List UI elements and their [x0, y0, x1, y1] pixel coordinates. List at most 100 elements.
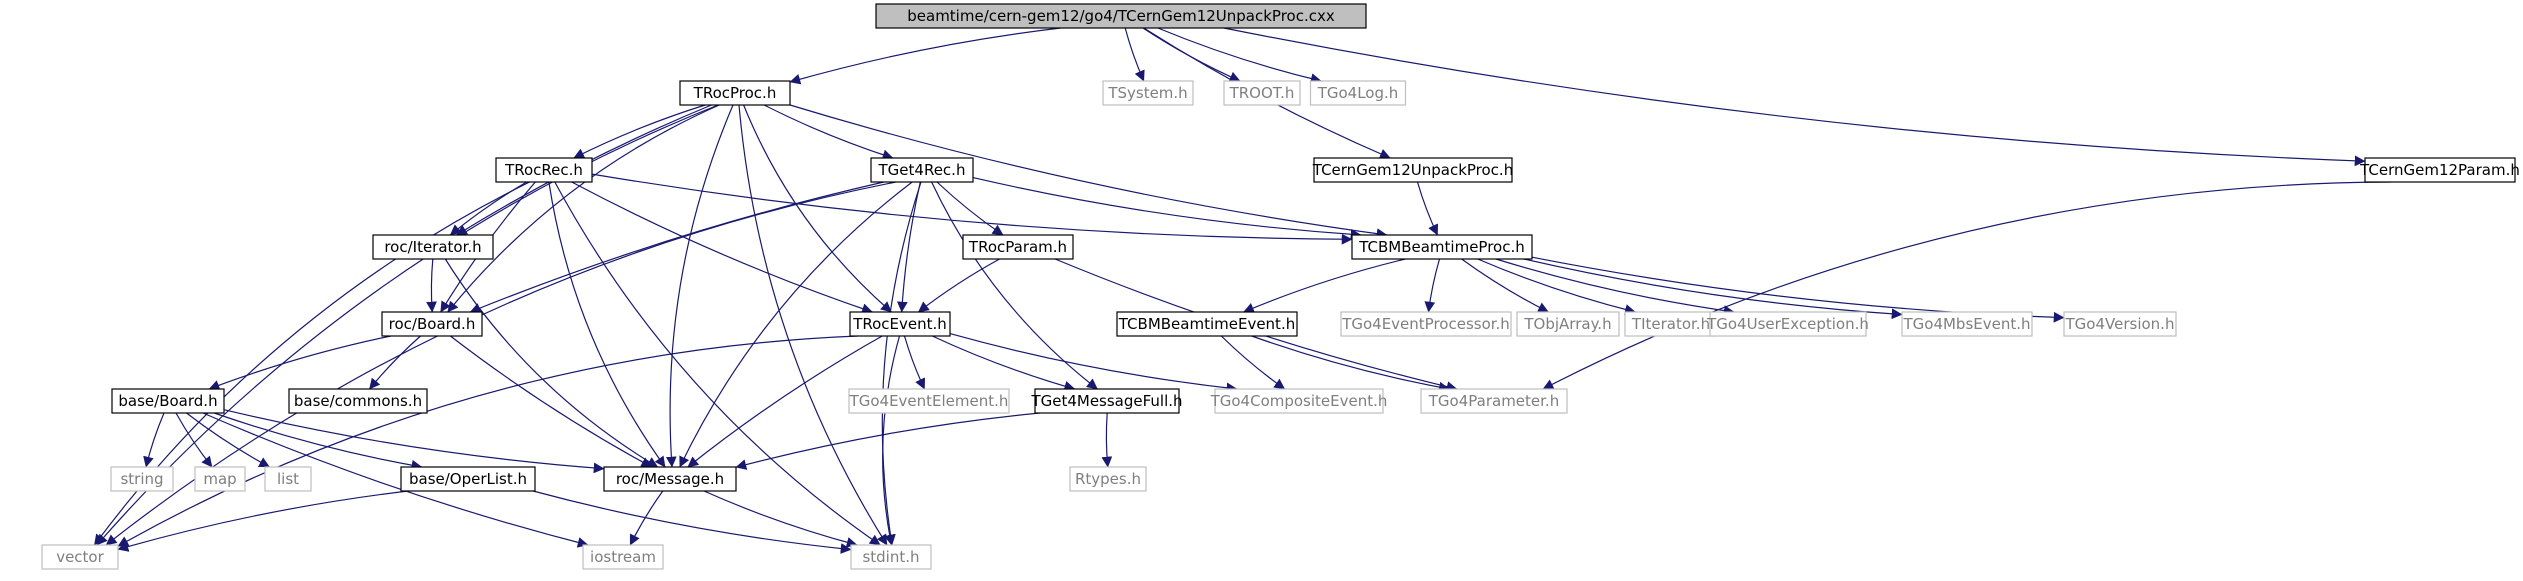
node-label-stdint-h: stdint.h	[862, 548, 919, 566]
edge-trocrec-h-to-stdint-h	[554, 181, 881, 546]
node-box-tgo4userexception-h	[1709, 311, 1867, 337]
node-box-tgo4log-h	[1309, 80, 1407, 106]
node-label-trocevent-h: TRocEvent.h	[852, 315, 947, 333]
node-box-base-commons-h	[288, 388, 428, 414]
edge-tcbmbeamtimeproc-h-to-tgo4eventprocessor-h	[1424, 258, 1441, 313]
node-box-base-board-h	[111, 388, 225, 414]
node-tcbmbeamtimeevent-h[interactable]: TCBMBeamtimeEvent.h	[1116, 311, 1298, 337]
edge-trocevent-h-to-vector	[117, 335, 858, 547]
node-tcerngem12param-h[interactable]: TCernGem12Param.h	[2359, 157, 2520, 183]
node-box-tget4messagefull-h	[1034, 388, 1180, 414]
node-base-operlist-h[interactable]: base/OperList.h	[400, 466, 536, 492]
node-label-tsystem-h: TSystem.h	[1107, 84, 1187, 102]
node-trocevent-h[interactable]: TRocEvent.h	[849, 311, 951, 337]
node-box-vector	[41, 544, 119, 570]
node-label-tgo4eventprocessor-h: TGo4EventProcessor.h	[1341, 315, 1510, 333]
node-rtypes-h: Rtypes.h	[1069, 466, 1147, 492]
node-label-troot-h: TROOT.h	[1229, 84, 1295, 102]
edge-tcbmbeamtimeproc-h-to-tgo4userexception-h	[1495, 258, 1735, 316]
edge-tget4rec-h-to-tcbmbeamtimeproc-h	[972, 177, 1362, 240]
node-label-tgo4compositeevent-h: TGo4CompositeEvent.h	[1210, 392, 1388, 410]
node-iostream: iostream	[582, 544, 664, 570]
node-label-trocparam-h: TRocParam.h	[968, 238, 1067, 256]
node-roc-iterator-h[interactable]: roc/Iterator.h	[372, 234, 494, 260]
node-trocrec-h[interactable]: TRocRec.h	[495, 157, 593, 183]
edge-trocproc-h-to-trocrec-h	[573, 104, 706, 159]
node-beamtime-cern-gem12-go4-tcerngem12unpackproc-cxx[interactable]: beamtime/cern-gem12/go4/TCernGem12Unpack…	[875, 3, 1367, 29]
node-base-board-h[interactable]: base/Board.h	[111, 388, 225, 414]
node-box-roc-board-h	[381, 311, 483, 337]
node-box-tgo4compositeevent-h	[1214, 388, 1384, 414]
edge-roc-iterator-h-to-roc-message-h	[444, 258, 659, 468]
edge-tget4messagefull-h-to-rtypes-h	[1101, 412, 1113, 468]
node-tget4rec-h[interactable]: TGet4Rec.h	[870, 157, 974, 183]
edge-tget4rec-h-to-roc-board-h	[469, 181, 884, 314]
node-trocparam-h[interactable]: TRocParam.h	[962, 234, 1074, 260]
node-box-tgo4eventelement-h	[848, 388, 1010, 414]
node-label-roc-iterator-h: roc/Iterator.h	[384, 238, 481, 256]
node-box-tgo4eventprocessor-h	[1340, 311, 1512, 337]
node-box-string	[110, 466, 174, 492]
node-label-vector: vector	[56, 548, 104, 566]
edge-beamtime-cern-gem12-go4-tcerngem12unpackproc-cxx-to-tsystem-h	[1124, 27, 1145, 82]
node-roc-board-h[interactable]: roc/Board.h	[381, 311, 483, 337]
node-layer: beamtime/cern-gem12/go4/TCernGem12Unpack…	[41, 3, 2520, 570]
node-box-tgo4parameter-h	[1420, 388, 1568, 414]
node-tget4messagefull-h[interactable]: TGet4MessageFull.h	[1030, 388, 1183, 414]
edge-trocproc-h-to-roc-message-h	[665, 104, 734, 468]
node-box-iostream	[582, 544, 664, 570]
node-label-tget4messagefull-h: TGet4MessageFull.h	[1030, 392, 1182, 410]
node-label-tget4rec-h: TGet4Rec.h	[878, 161, 966, 179]
edge-tcerngem12unpackproc-h-to-tcbmbeamtimeproc-h	[1416, 181, 1439, 236]
node-label-tcerngem12param-h: TCernGem12Param.h	[2359, 161, 2520, 179]
node-tcerngem12unpackproc-h[interactable]: TCernGem12UnpackProc.h	[1312, 157, 1513, 183]
edge-tget4rec-h-to-tget4messagefull-h	[931, 181, 1098, 390]
node-label-tgo4mbsevent-h: TGo4MbsEvent.h	[1902, 315, 2030, 333]
node-tcbmbeamtimeproc-h[interactable]: TCBMBeamtimeProc.h	[1351, 234, 1533, 260]
node-box-map	[194, 466, 246, 492]
node-label-roc-message-h: roc/Message.h	[616, 470, 724, 488]
edge-roc-iterator-h-to-roc-board-h	[426, 258, 437, 313]
node-label-tgo4eventelement-h: TGo4EventElement.h	[849, 392, 1009, 410]
edge-roc-board-h-to-base-commons-h	[369, 335, 421, 390]
edge-trocevent-h-to-tgo4compositeevent-h	[949, 333, 1238, 394]
node-box-tobjarray-h	[1516, 311, 1620, 337]
node-box-roc-message-h	[603, 466, 737, 492]
node-box-beamtime-cern-gem12-go4-tcerngem12unpackproc-cxx	[875, 3, 1367, 29]
node-box-trocparam-h	[962, 234, 1074, 260]
edge-beamtime-cern-gem12-go4-tcerngem12unpackproc-cxx-to-tgo4log-h	[1157, 27, 1322, 84]
edge-base-board-h-to-base-operlist-h	[214, 412, 423, 471]
edge-trocevent-h-to-stdint-h	[882, 335, 901, 546]
node-label-list: list	[277, 470, 299, 488]
node-label-tgo4parameter-h: TGo4Parameter.h	[1428, 392, 1559, 410]
edge-base-board-h-to-iostream	[202, 412, 589, 548]
node-base-commons-h[interactable]: base/commons.h	[288, 388, 428, 414]
edge-roc-board-h-to-roc-message-h	[450, 335, 653, 468]
node-box-tcbmbeamtimeevent-h	[1116, 311, 1298, 337]
edge-tget4rec-h-to-roc-message-h	[679, 181, 913, 468]
node-label-tcerngem12unpackproc-h: TCernGem12UnpackProc.h	[1312, 161, 1513, 179]
edge-tcbmbeamtimeproc-h-to-tcbmbeamtimeevent-h	[1243, 258, 1406, 314]
node-box-list	[264, 466, 312, 492]
edge-trocproc-h-to-vector	[96, 104, 719, 546]
edge-trocevent-h-to-roc-message-h	[687, 335, 883, 468]
edge-trocparam-h-to-trocevent-h	[917, 258, 1000, 313]
edge-tget4rec-h-to-stdint-h	[881, 181, 922, 546]
node-box-tcerngem12unpackproc-h	[1313, 157, 1513, 183]
edge-tcbmbeamtimeproc-h-to-titerator-h	[1477, 258, 1636, 315]
node-trocproc-h[interactable]: TRocProc.h	[679, 80, 791, 106]
node-roc-message-h[interactable]: roc/Message.h	[603, 466, 737, 492]
edge-base-operlist-h-to-vector	[117, 490, 409, 552]
node-label-base-commons-h: base/commons.h	[294, 392, 422, 410]
edge-tcbmbeamtimeevent-h-to-tgo4compositeevent-h	[1220, 335, 1286, 390]
node-box-tgo4mbsevent-h	[1901, 311, 2033, 337]
edge-trocproc-h-to-trocevent-h	[743, 104, 892, 313]
node-box-tcerngem12param-h	[2364, 157, 2516, 183]
edge-tcbmbeamtimeevent-h-to-tgo4parameter-h	[1251, 335, 1450, 393]
edge-tcbmbeamtimeproc-h-to-tgo4mbsevent-h	[1523, 258, 1903, 320]
node-vector: vector	[41, 544, 119, 570]
node-label-tgo4userexception-h: TGo4UserException.h	[1706, 315, 1869, 333]
node-troot-h: TROOT.h	[1223, 80, 1301, 106]
edge-beamtime-cern-gem12-go4-tcerngem12unpackproc-cxx-to-tcerngem12param-h	[1223, 27, 2366, 167]
